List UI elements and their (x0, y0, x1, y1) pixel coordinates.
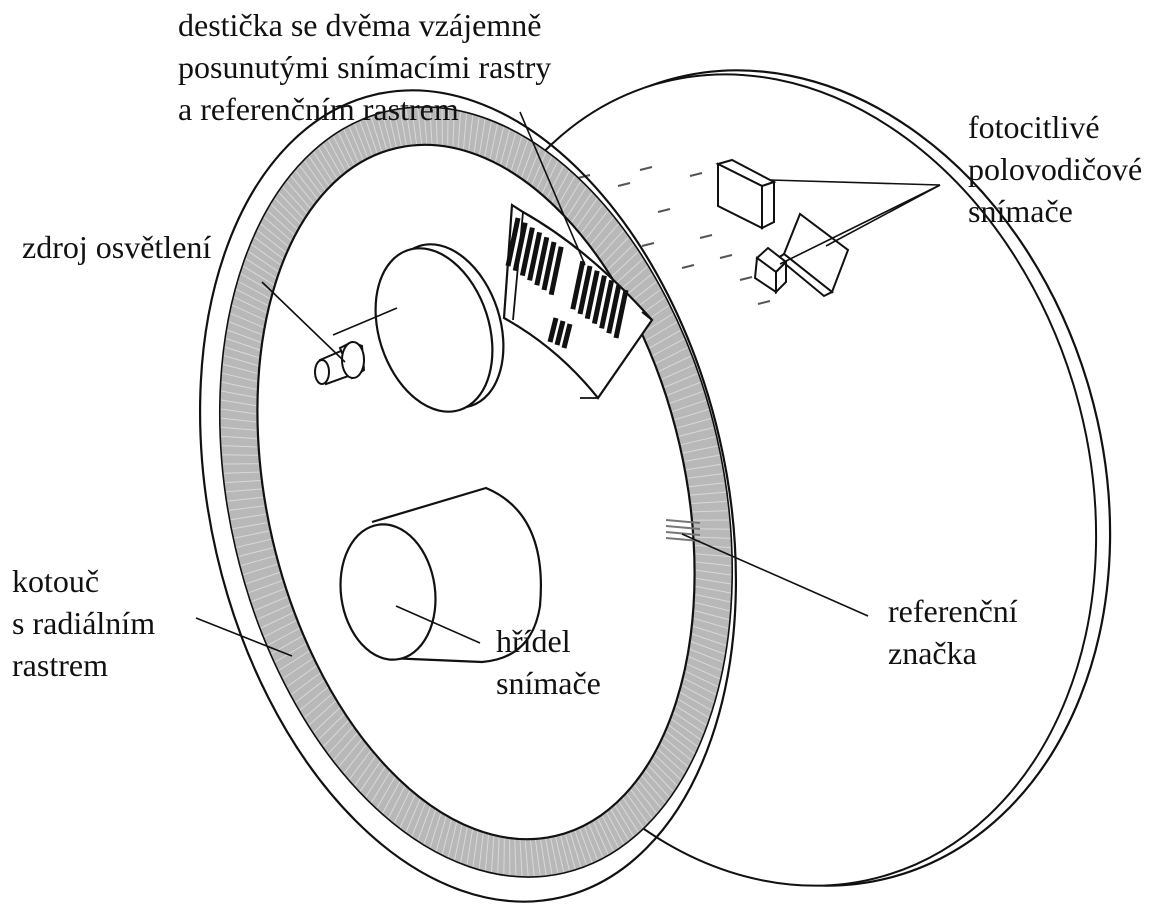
label-light-source: zdroj osvětlení (22, 226, 211, 268)
raster-tick (222, 455, 258, 456)
label-photo-sensors: fotocitlivé polovodičové snímače (968, 106, 1142, 232)
raster-tick (504, 838, 505, 874)
label-line: destička se dvěma vzájemně (178, 4, 551, 46)
label-line: značka (888, 632, 1018, 674)
label-line: referenční (888, 590, 1018, 632)
label-line: hřídel (496, 620, 601, 662)
label-line: zdroj osvětlení (22, 226, 211, 268)
label-line: posunutými snímacími rastry (178, 46, 551, 88)
label-line: polovodičové (968, 148, 1142, 190)
label-raster-disc: kotouč s radiálním rastrem (12, 560, 155, 686)
label-reference-mark: referenční značka (888, 590, 1018, 674)
label-line: snímače (968, 190, 1142, 232)
label-line: fotocitlivé (968, 106, 1142, 148)
label-line: kotouč (12, 560, 155, 602)
label-scanning-plate: destička se dvěma vzájemně posunutými sn… (178, 4, 551, 130)
label-shaft: hřídel snímače (496, 620, 601, 704)
label-line: snímače (496, 662, 601, 704)
label-line: a referenčním rastrem (178, 88, 551, 130)
label-line: rastrem (12, 644, 155, 686)
label-line: s radiálním (12, 602, 155, 644)
